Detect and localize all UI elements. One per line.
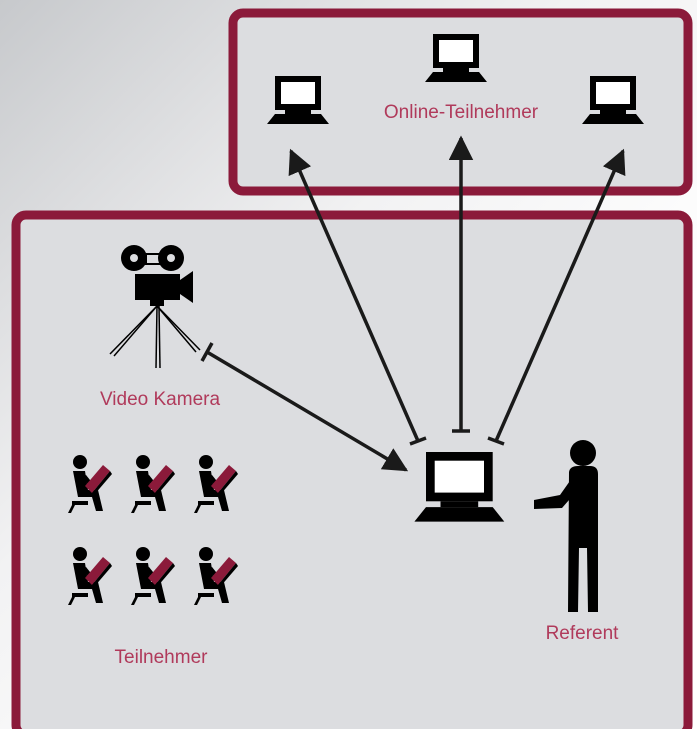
local-room-panel bbox=[11, 210, 693, 729]
speaker-label: Referent bbox=[546, 623, 620, 644]
participants-label: Teilnehmer bbox=[115, 647, 209, 668]
laptop-icon bbox=[267, 76, 329, 124]
person-icon bbox=[534, 440, 598, 612]
laptop-icon bbox=[425, 34, 487, 82]
connection-arrows bbox=[200, 135, 626, 472]
online-participants-label: Online-Teilnehmer bbox=[384, 102, 539, 123]
laptop-icon bbox=[582, 76, 644, 124]
video-camera-icon bbox=[109, 245, 201, 369]
video-camera-label: Video Kamera bbox=[100, 389, 220, 410]
laptop-icon bbox=[414, 452, 505, 522]
